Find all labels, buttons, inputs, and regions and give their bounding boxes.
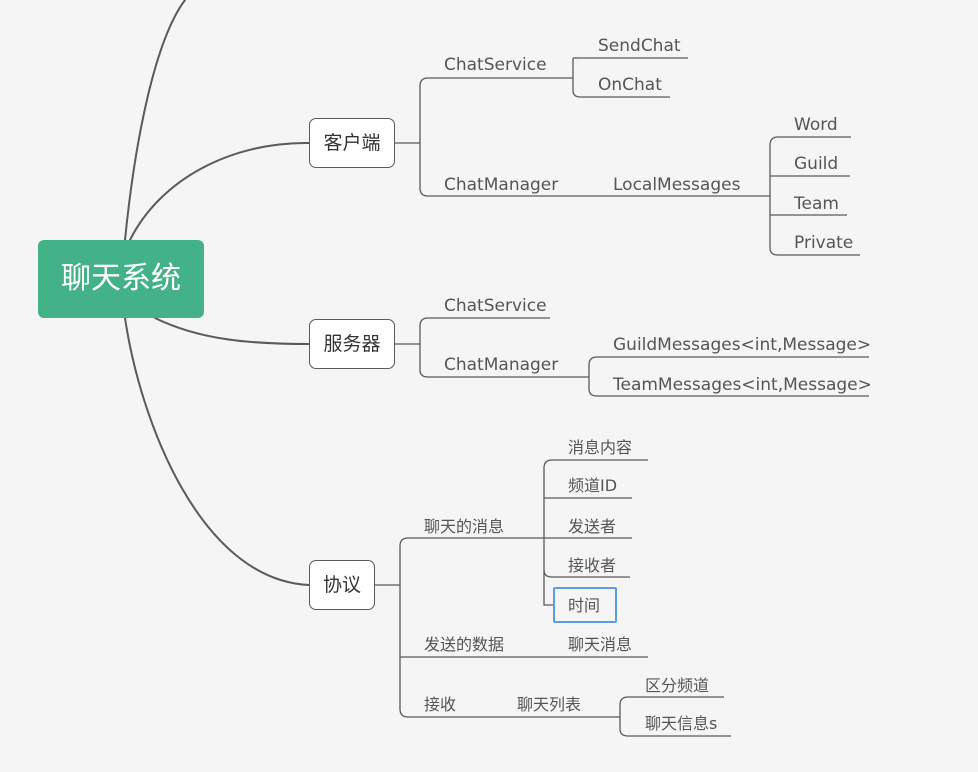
node-localmessages[interactable]: LocalMessages: [613, 175, 741, 195]
node-server[interactable]: 服务器: [309, 319, 395, 369]
node-sender[interactable]: 发送者: [568, 517, 617, 536]
connector-root-client: [129, 141, 310, 241]
node-server-chatmanager[interactable]: ChatManager: [444, 355, 559, 375]
node-chat-list[interactable]: 聊天列表: [517, 695, 582, 714]
node-sent-data[interactable]: 发送的数据: [424, 635, 505, 654]
selected-node-highlight[interactable]: [553, 587, 617, 623]
node-distinguish-channel[interactable]: 区分频道: [645, 676, 710, 695]
node-private[interactable]: Private: [794, 233, 854, 253]
root-node[interactable]: 聊天系统: [38, 240, 204, 318]
node-sendchat[interactable]: SendChat: [598, 36, 681, 56]
node-receiver[interactable]: 接收者: [568, 556, 617, 575]
node-chat-message[interactable]: 聊天的消息: [424, 517, 505, 536]
node-receive[interactable]: 接收: [424, 695, 457, 714]
node-onchat[interactable]: OnChat: [598, 75, 662, 95]
node-chat-message-data[interactable]: 聊天消息: [568, 635, 633, 654]
node-client-chatmanager[interactable]: ChatManager: [444, 175, 559, 195]
node-client[interactable]: 客户端: [309, 118, 395, 168]
connector-root-server: [154, 317, 310, 345]
node-message-content[interactable]: 消息内容: [568, 438, 633, 457]
node-guildmessages[interactable]: GuildMessages<int,Message>: [613, 335, 872, 355]
node-protocol[interactable]: 协议: [309, 560, 375, 610]
node-time[interactable]: 时间: [568, 596, 601, 615]
node-channel-id[interactable]: 频道ID: [568, 476, 618, 495]
node-server-chatservice[interactable]: ChatService: [444, 296, 547, 316]
connector-root-protocol: [124, 317, 310, 586]
node-client-chatservice[interactable]: ChatService: [444, 55, 547, 75]
node-guild[interactable]: Guild: [794, 154, 839, 174]
connector-offscreen-branch: [124, 0, 186, 241]
node-teammessages[interactable]: TeamMessages<int,Message>: [613, 375, 872, 395]
node-team[interactable]: Team: [794, 194, 839, 214]
node-chat-info[interactable]: 聊天信息s: [645, 714, 718, 733]
node-word[interactable]: Word: [794, 115, 838, 135]
